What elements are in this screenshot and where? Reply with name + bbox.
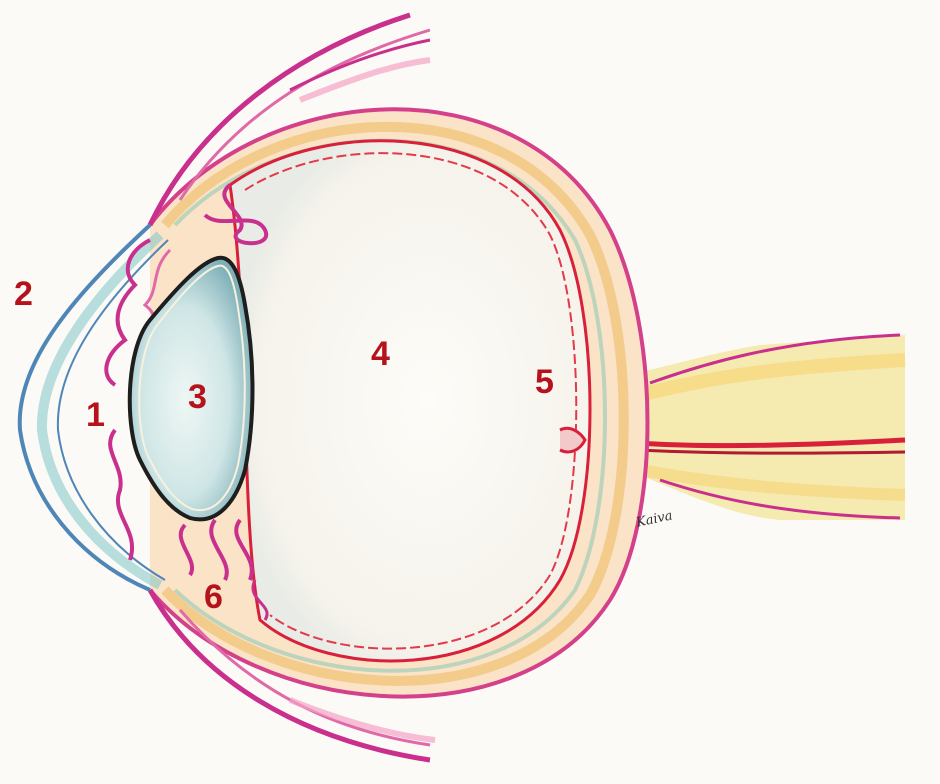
label-3: 3 <box>188 380 207 414</box>
label-1: 1 <box>86 398 105 432</box>
label-6: 6 <box>204 580 223 614</box>
label-2: 2 <box>14 277 33 311</box>
label-5: 5 <box>535 365 554 399</box>
label-4: 4 <box>371 337 390 371</box>
